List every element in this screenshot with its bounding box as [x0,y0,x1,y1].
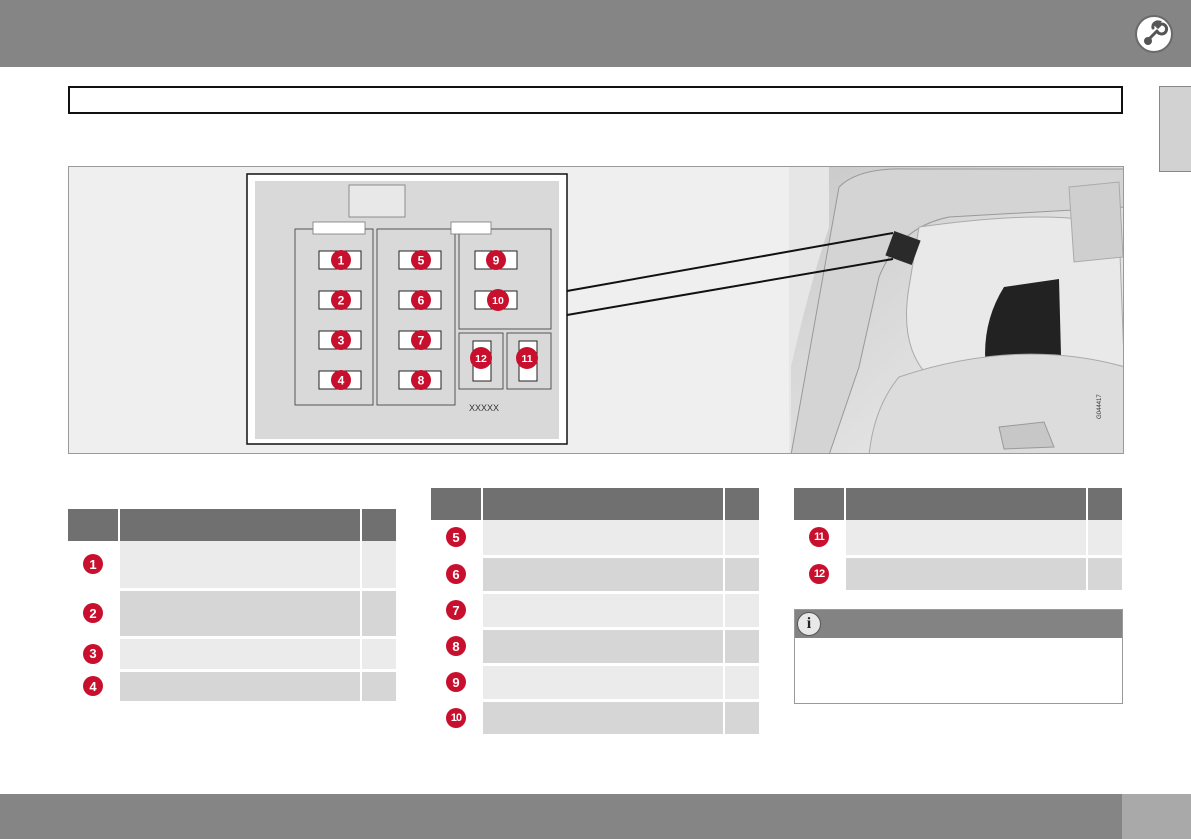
fuse-marker: 7 [418,334,425,348]
fuse-box-illustration: XXXXX 1 2 3 4 5 6 7 8 9 10 11 12 [246,167,1123,453]
fuse-number-marker: 3 [83,643,103,664]
fuse-amperage [361,589,396,639]
fuse-marker: 6 [418,294,425,308]
table-row: 2 [68,589,396,639]
fuse-box-code-label: XXXXX [469,403,499,413]
figure-code: G044417 [1097,394,1103,419]
fuse-marker: 11 [521,353,532,365]
table-row: 11 [794,520,1122,558]
table-row: 12 [794,556,1122,593]
fuse-table-2: 5 6 7 8 9 10 [431,488,759,737]
fuse-number-marker: 7 [446,600,466,620]
table-row: 9 [431,664,759,702]
fuse-table-1: 1 2 3 4 [68,509,396,704]
table-header-row [431,488,759,520]
table-header-row [794,488,1122,520]
table-row: 5 [431,520,759,558]
fuse-amperage [361,637,396,672]
fuse-amperage [724,556,759,594]
fuse-box-figure: XXXXX 1 2 3 4 5 6 7 8 9 10 11 12 [68,166,1124,454]
fuse-description [482,592,725,630]
table-row: 7 [431,592,759,630]
fuse-amperage [724,700,759,737]
fuse-description [482,520,725,558]
fuse-number-marker: 5 [446,527,466,548]
fuse-number-marker: 11 [809,527,829,548]
table-row: 6 [431,556,759,594]
page-header-bar [0,0,1122,67]
wrench-gear-icon [1135,15,1173,53]
fuse-marker: 1 [338,254,345,268]
fuse-marker: 5 [418,254,425,268]
fuse-description [119,637,362,672]
table-row: 8 [431,628,759,666]
fuse-markers: 1 2 3 4 5 6 7 8 9 10 11 12 [331,250,538,390]
fuse-description [119,670,362,704]
note-header: i [795,610,1122,638]
fuse-number-marker: 1 [83,554,103,575]
fuse-amperage [361,670,396,704]
fuse-marker: 3 [338,334,345,348]
fuse-description [119,541,362,591]
fuse-description [482,556,725,594]
fuse-marker: 4 [338,374,345,388]
table-row: 1 [68,541,396,591]
fuse-amperage [724,664,759,702]
fuse-number-marker: 4 [83,676,103,696]
fuse-table-3: 11 12 [794,488,1122,593]
chapter-tab [1159,86,1191,172]
fuse-description [482,628,725,666]
fuse-description [845,556,1088,593]
fuse-description [482,664,725,702]
fuse-amperage [724,592,759,630]
fuse-amperage [1087,520,1122,558]
fuse-amperage [361,541,396,591]
fuse-description [482,700,725,737]
fuse-marker: 12 [475,353,487,365]
fuse-number-marker: 6 [446,564,466,584]
fuse-description [119,589,362,639]
fuse-marker: 2 [338,294,345,308]
table-row: 3 [68,637,396,672]
fuse-amperage [724,628,759,666]
fuse-amperage [724,520,759,558]
table-header-row [68,509,396,541]
note-box: i [794,609,1123,704]
fuse-description [845,520,1088,558]
fuse-number-marker: 9 [446,672,466,692]
fuse-number-marker: 8 [446,636,466,656]
fuse-marker: 9 [493,254,500,268]
fuse-marker: 8 [418,374,425,388]
fuse-number-marker: 10 [446,707,466,728]
table-row: 4 [68,670,396,704]
fuse-number-marker: 2 [83,603,103,623]
section-title-box [68,86,1123,114]
table-row: 10 [431,700,759,737]
fuse-number-marker: 12 [809,563,829,584]
page-footer-bar [0,794,1122,839]
fuse-marker: 10 [492,295,504,307]
info-icon: i [797,612,821,636]
page-number-box [1122,794,1191,839]
fuse-amperage [1087,556,1122,593]
